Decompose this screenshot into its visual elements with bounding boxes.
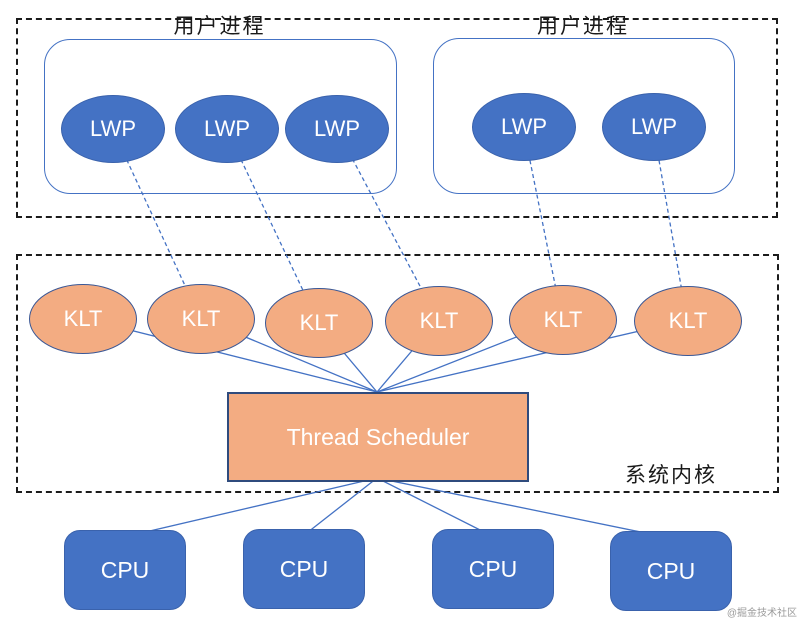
scheduler-label: Thread Scheduler [286, 423, 470, 450]
scheduler-node: Thread Scheduler [227, 392, 529, 482]
lwp-node: LWP [175, 95, 279, 163]
lwp-node: LWP [61, 95, 165, 163]
cpu-label: CPU [279, 555, 329, 582]
watermark: @掘金技术社区 [726, 608, 797, 619]
lwp-node: LWP [285, 95, 389, 163]
klt-node: KLT [634, 286, 742, 356]
klt-node: KLT [509, 285, 617, 355]
klt-label: KLT [668, 308, 708, 333]
scheduler-cpu-link [302, 477, 378, 537]
scheduler-cpu-link [376, 477, 671, 539]
cpu-node: CPU [64, 530, 186, 610]
scheduler-cpu-link [123, 477, 378, 538]
cpu-label: CPU [100, 556, 150, 583]
lwp-label: LWP [89, 116, 137, 141]
process-box-title: 用户进程 [537, 15, 629, 38]
cpu-node: CPU [243, 529, 365, 609]
lwp-label: LWP [630, 114, 678, 139]
klt-label: KLT [543, 307, 583, 332]
lwp-node: LWP [602, 93, 706, 161]
cpu-node: CPU [432, 529, 554, 609]
klt-label: KLT [181, 306, 221, 331]
process-box [44, 39, 397, 194]
kernel-label: 系统内核 [625, 464, 717, 487]
klt-node: KLT [147, 284, 255, 354]
klt-label: KLT [419, 308, 459, 333]
process-box-title: 用户进程 [173, 15, 266, 38]
lwp-label: LWP [203, 116, 251, 141]
klt-label: KLT [299, 310, 339, 335]
lwp-label: LWP [500, 114, 548, 139]
process-box [433, 38, 735, 194]
scheduler-cpu-link [376, 477, 493, 537]
user-space-region [16, 18, 778, 218]
klt-node: KLT [29, 284, 137, 354]
cpu-label: CPU [646, 557, 696, 584]
klt-node: KLT [385, 286, 493, 356]
lwp-node: LWP [472, 93, 576, 161]
kernel-region [16, 254, 779, 493]
klt-scheduler-link [376, 319, 688, 393]
klt-node: KLT [265, 288, 373, 358]
cpu-node: CPU [610, 531, 732, 611]
lwp-label: LWP [313, 116, 361, 141]
klt-label: KLT [63, 306, 103, 331]
cpu-label: CPU [468, 555, 518, 582]
